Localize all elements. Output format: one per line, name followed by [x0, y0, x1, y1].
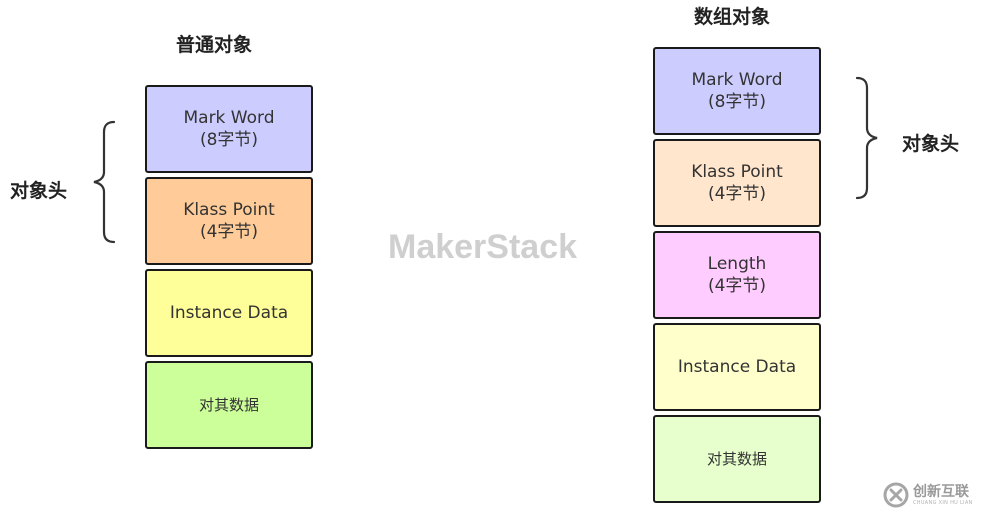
left-block-instance-data-name: Instance Data [169, 303, 289, 323]
watermark-text: MakerStack [388, 228, 578, 266]
right-block-mark-word-name: Mark Word [691, 70, 783, 90]
right-block-mark-word: Mark Word (8字节) [653, 47, 821, 135]
right-block-length-size: (4字节) [707, 276, 767, 296]
right-block-klass-point-name: Klass Point [691, 162, 783, 182]
right-block-instance-data: Instance Data [653, 323, 821, 411]
logo-text: 创新互联 [913, 483, 969, 500]
left-title: 普通对象 [176, 34, 253, 56]
logo-subtext: CHUANG XIN HU LIAN [913, 499, 973, 506]
right-block-klass-point-size: (4字节) [707, 184, 767, 204]
left-block-mark-word-size: (8字节) [199, 130, 259, 150]
left-object-stack: Mark Word (8字节) Klass Point (4字节) Instan… [145, 85, 316, 454]
left-block-instance-data: Instance Data [145, 269, 313, 357]
right-block-length: Length (4字节) [653, 231, 821, 319]
right-block-length-name: Length [707, 254, 767, 274]
brand-logo: 创新互联 CHUANG XIN HU LIAN [882, 474, 982, 516]
left-header-label: 对象头 [10, 180, 68, 202]
left-block-padding-name: 对其数据 [198, 396, 259, 414]
right-block-klass-point: Klass Point (4字节) [653, 139, 821, 227]
logo-icon [883, 482, 909, 508]
right-block-padding-name: 对其数据 [706, 450, 767, 468]
right-block-padding: 对其数据 [653, 415, 821, 503]
left-block-padding: 对其数据 [145, 361, 313, 449]
right-object-stack: Mark Word (8字节) Klass Point (4字节) Length… [653, 47, 824, 507]
right-header-brace [855, 76, 878, 200]
left-block-mark-word: Mark Word (8字节) [145, 85, 313, 173]
right-block-mark-word-size: (8字节) [707, 92, 767, 112]
left-block-klass-point-size: (4字节) [199, 222, 259, 242]
left-block-mark-word-name: Mark Word [183, 108, 275, 128]
left-block-klass-point-name: Klass Point [183, 200, 275, 220]
right-title: 数组对象 [694, 6, 771, 28]
right-block-instance-data-name: Instance Data [677, 357, 797, 377]
left-block-klass-point: Klass Point (4字节) [145, 177, 313, 265]
left-header-brace [93, 120, 116, 244]
right-header-label: 对象头 [902, 133, 960, 155]
